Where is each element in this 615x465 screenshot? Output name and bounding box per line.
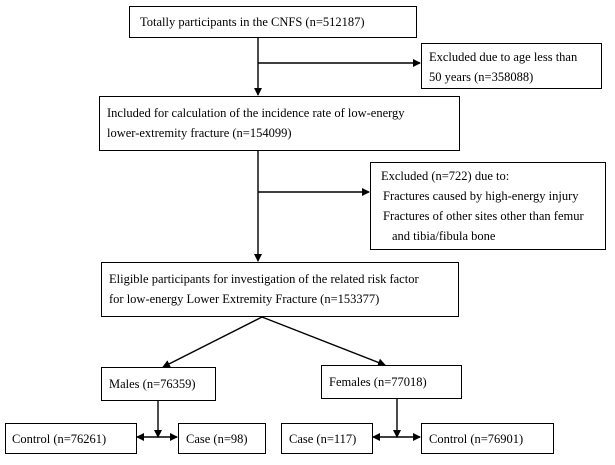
female-case-box: Case (n=117) [281,423,373,454]
total-line-1: Totally participants in the CNFS (n=5121… [140,15,365,29]
female-case-label: Case (n=117) [289,432,357,446]
arrow-eligible-to-males [162,316,263,368]
eligible-line-1: Eligible participants for investigation … [109,272,419,286]
male-case-label: Case (n=98) [186,432,248,446]
male-case-box: Case (n=98) [178,423,266,454]
female-control-label: Control (n=76901) [429,432,524,446]
female-control-box: Control (n=76901) [421,423,554,454]
males-box: Males (n=76359) [101,367,216,401]
included-line-1: Included for calculation of the incidenc… [107,106,405,120]
excluded-age-box: Excluded due to age less than 50 years (… [421,43,602,89]
included-line-2: lower-extremity fracture (n=154099) [107,126,292,140]
arrow-eligible-to-females [261,316,386,367]
total-participants-box: Totally participants in the CNFS (n=5121… [129,6,417,38]
eligible-box: Eligible participants for investigation … [101,262,459,317]
male-control-box: Control (n=76261) [5,423,137,454]
females-box: Females (n=77018) [321,365,462,399]
excluded-722-reason-1: Fractures caused by high-energy injury [383,189,579,203]
excluded-age-line-2: 50 years (n=358088) [429,70,534,84]
males-label: Males (n=76359) [109,377,196,391]
females-label: Females (n=77018) [329,375,427,389]
included-box: Included for calculation of the incidenc… [99,96,460,151]
excluded-722-reason-2: Fractures of other sites other than femu… [383,209,584,223]
eligible-line-2: for low-energy Lower Extremity Fracture … [109,292,380,306]
excluded-722-reason-2-cont: and tibia/fibula bone [392,229,496,243]
excluded-age-line-1: Excluded due to age less than [429,50,578,64]
excluded-722-heading: Excluded (n=722) due to: [381,169,510,183]
excluded-722-box: Excluded (n=722) due to: Fractures cause… [370,162,606,250]
male-control-label: Control (n=76261) [12,432,107,446]
